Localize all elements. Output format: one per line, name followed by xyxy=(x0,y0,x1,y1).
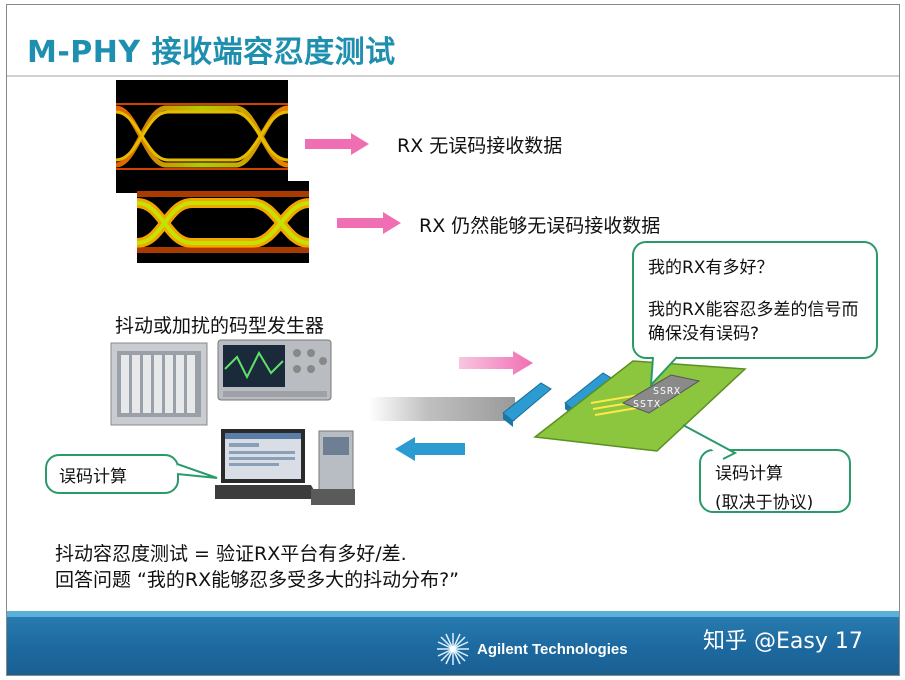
callout-pointer-question xyxy=(647,355,687,393)
chip-label-ssrx: SSRX xyxy=(653,386,682,397)
callout-pointer-left xyxy=(176,460,221,486)
protocol-callout-line2: (取决于协议) xyxy=(715,493,814,513)
footer-logo-text: Agilent Technologies xyxy=(477,641,628,658)
generator-label: 抖动或加扰的码型发生器 xyxy=(115,315,325,337)
arrow-right-pink-2 xyxy=(337,212,403,238)
footer-highlight xyxy=(7,611,899,617)
callout-pointer-protocol xyxy=(679,423,739,467)
protocol-callout: 误码计算 (取决于协议) xyxy=(699,449,851,513)
eye1-caption: RX 无误码接收数据 xyxy=(397,135,563,157)
slide: M-PHY 接收端容忍度测试 RX 无误码接收数据 xyxy=(6,4,900,676)
connector-block-left xyxy=(497,377,557,433)
arrow-right-pink-1 xyxy=(305,133,371,159)
dut-board xyxy=(531,353,751,453)
callout-question-1: 我的RX有多好？ xyxy=(648,258,774,278)
chip-label-sstx: SSTX xyxy=(633,399,662,410)
title-divider xyxy=(7,75,899,77)
watermark-text: 知乎 @Easy 17 xyxy=(703,629,863,654)
agilent-spark-icon xyxy=(435,631,471,671)
error-calc-callout-left: 误码计算 xyxy=(45,454,179,494)
callout-question-2: 我的RX能容忍多差的信号而确保没有误码? xyxy=(648,300,859,344)
instrument-chassis-image xyxy=(109,339,209,427)
summary-line-2: 回答问题 “我的RX能够忍多受多大的抖动分布?” xyxy=(55,569,460,591)
eye-diagram-jittered xyxy=(137,181,309,263)
arrow-stimulus-in xyxy=(459,351,535,379)
laptop-analyzer-image xyxy=(209,423,357,509)
arrow-response-out xyxy=(395,437,465,465)
signal-path-bar xyxy=(369,397,515,421)
summary-line-1: 抖动容忍度测试 = 验证RX平台有多好/差. xyxy=(55,543,407,565)
error-calc-label: 误码计算 xyxy=(59,467,127,487)
slide-title: M-PHY 接收端容忍度测试 xyxy=(27,35,396,70)
question-callout: 我的RX有多好？ 我的RX能容忍多差的信号而确保没有误码? xyxy=(632,241,878,359)
instrument-scope-image xyxy=(217,339,332,401)
eye2-caption: RX 仍然能够无误码接收数据 xyxy=(419,215,661,237)
eye-diagram-clean xyxy=(116,80,288,193)
protocol-callout-line1: 误码计算 xyxy=(715,464,783,484)
